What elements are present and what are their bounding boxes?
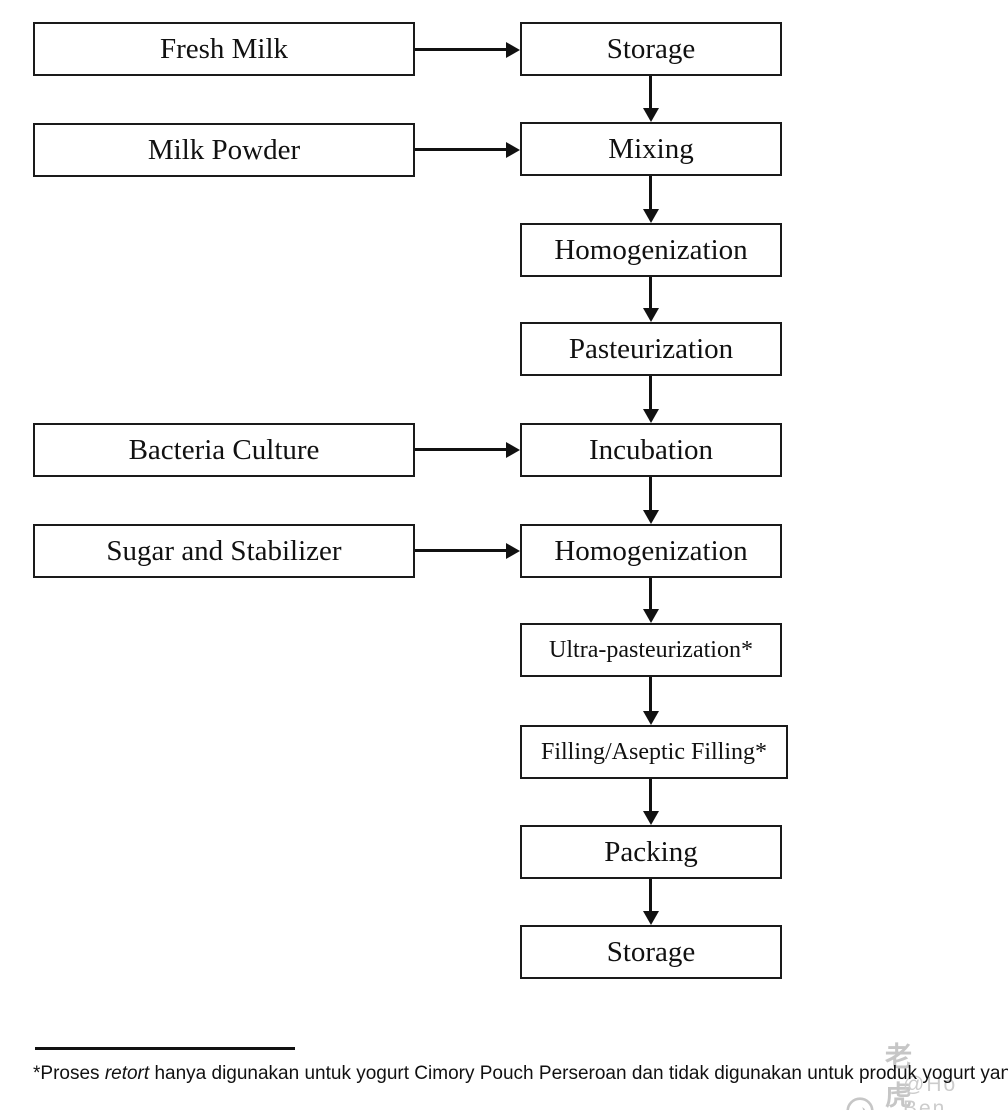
input-box-sugar-stabilizer: Sugar and Stabilizer bbox=[33, 524, 415, 578]
arrow-bacteria-culture-to-incubation bbox=[415, 448, 507, 451]
step-label: Pasteurization bbox=[568, 332, 734, 365]
step-box-filling-aseptic-filling: Filling/Aseptic Filling* bbox=[520, 725, 788, 779]
step-box-mixing: Mixing bbox=[520, 122, 782, 176]
footnote-rest: hanya digunakan untuk yogurt Cimory Pouc… bbox=[149, 1063, 1008, 1084]
arrow-filling-to-packing bbox=[649, 779, 652, 812]
step-box-incubation: Incubation bbox=[520, 423, 782, 477]
tiger-circle-logo-icon bbox=[845, 1096, 875, 1110]
step-label: Incubation bbox=[588, 433, 713, 466]
step-label: Storage bbox=[606, 32, 696, 65]
input-label: Bacteria Culture bbox=[128, 433, 320, 466]
arrow-mixing-to-homogenization bbox=[649, 176, 652, 210]
step-label: Homogenization bbox=[554, 233, 748, 266]
arrow-fresh-milk-to-storage bbox=[415, 48, 507, 51]
step-box-homogenization-1: Homogenization bbox=[520, 223, 782, 277]
arrow-homogenization-to-pasteurization bbox=[649, 277, 652, 309]
step-box-storage-1: Storage bbox=[520, 22, 782, 76]
step-box-homogenization-2: Homogenization bbox=[520, 524, 782, 578]
watermark-username: @Ho Ben bbox=[903, 1073, 958, 1110]
arrow-pasteurization-to-incubation bbox=[649, 376, 652, 410]
step-box-storage-2: Storage bbox=[520, 925, 782, 979]
input-box-bacteria-culture: Bacteria Culture bbox=[33, 423, 415, 477]
arrow-storage-to-mixing bbox=[649, 76, 652, 109]
input-label: Fresh Milk bbox=[159, 32, 289, 65]
footnote-text: *Proses retort hanya digunakan untuk yog… bbox=[33, 1063, 1008, 1085]
input-label: Sugar and Stabilizer bbox=[106, 534, 342, 567]
footnote-italic-term: retort bbox=[104, 1063, 150, 1084]
step-label: Ultra-pasteurization* bbox=[549, 636, 753, 663]
arrow-ultra-pasteurization-to-filling bbox=[649, 677, 652, 712]
arrow-homogenization-to-ultra-pasteurization bbox=[649, 578, 652, 610]
step-label: Mixing bbox=[608, 132, 694, 165]
step-label: Packing bbox=[604, 835, 698, 868]
step-label: Homogenization bbox=[554, 534, 748, 567]
input-label: Milk Powder bbox=[147, 133, 301, 166]
watermark-row: 老虎社区 bbox=[845, 1035, 918, 1110]
input-box-fresh-milk: Fresh Milk bbox=[33, 22, 415, 76]
arrow-milk-powder-to-mixing bbox=[415, 148, 507, 151]
step-label: Filling/Aseptic Filling* bbox=[540, 738, 768, 765]
arrow-sugar-stabilizer-to-homogenization bbox=[415, 549, 507, 552]
arrow-packing-to-storage bbox=[649, 879, 652, 912]
watermark-site-name: 老虎社区 bbox=[885, 1042, 918, 1110]
arrow-incubation-to-homogenization bbox=[649, 477, 652, 511]
step-box-ultra-pasteurization: Ultra-pasteurization* bbox=[520, 623, 782, 677]
input-box-milk-powder: Milk Powder bbox=[33, 123, 415, 177]
step-label: Storage bbox=[606, 935, 696, 968]
step-box-pasteurization: Pasteurization bbox=[520, 322, 782, 376]
footnote-prefix: *Proses bbox=[33, 1063, 105, 1084]
step-box-packing: Packing bbox=[520, 825, 782, 879]
footnote-separator-line bbox=[35, 1047, 295, 1050]
